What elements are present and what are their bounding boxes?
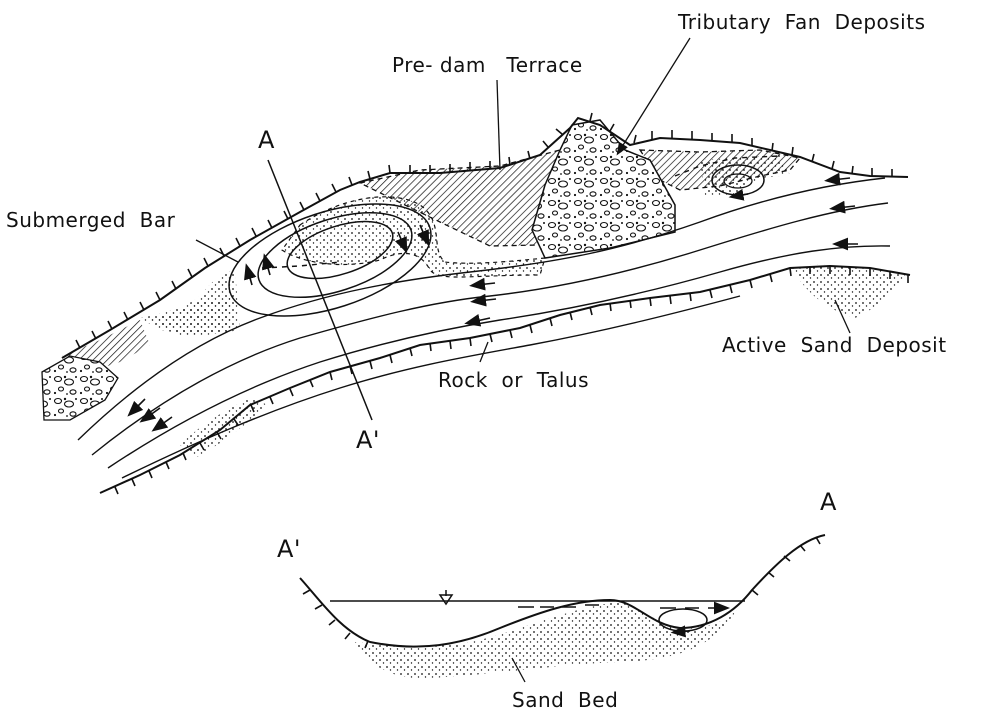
active-sand-deposit xyxy=(790,265,905,318)
leader-pre-dam-terrace xyxy=(497,80,500,170)
cross-section-sand-bed xyxy=(355,602,740,678)
label-sand-bed: Sand Bed xyxy=(512,690,618,710)
label-tributary-fan-deposits: Tributary Fan Deposits xyxy=(678,12,926,32)
flow-arrow xyxy=(477,283,495,285)
flow-arrow xyxy=(832,178,850,180)
leader-rock-talus xyxy=(480,342,488,362)
label-section-a-prime-top: A' xyxy=(356,428,380,452)
flow-arrow xyxy=(478,299,496,301)
flow-arrow xyxy=(158,417,172,427)
label-section-a-prime-profile: A' xyxy=(277,537,301,561)
label-submerged-bar: Submerged Bar xyxy=(6,210,175,230)
left-bank-sand xyxy=(180,398,268,458)
water-level-symbol xyxy=(440,595,452,604)
label-section-a-profile: A xyxy=(820,490,837,514)
label-section-a-top: A xyxy=(258,128,275,152)
flow-arrow xyxy=(837,206,855,208)
cross-section-eddy-arrow xyxy=(678,631,690,632)
label-pre-dam-terrace: Pre- dam Terrace xyxy=(392,55,583,75)
leader-tributary-fan xyxy=(620,38,690,150)
flow-arrow xyxy=(133,399,145,411)
label-active-sand-deposit: Active Sand Deposit xyxy=(722,335,947,355)
eddy-arrow xyxy=(248,271,252,285)
label-rock-or-talus: Rock or Talus xyxy=(438,370,589,390)
